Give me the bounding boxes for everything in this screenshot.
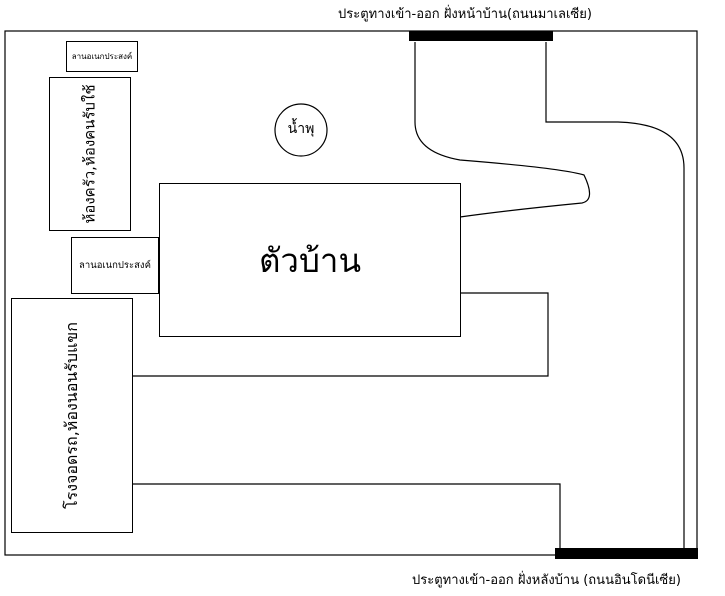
garage-guest-room-label: โรงจอดรถ,ห้องนอนรับแขก: [61, 322, 81, 509]
driveway-right-edge: [545, 42, 685, 551]
driveway-left-edge: [414, 42, 591, 218]
front-gate-label: ประตูทางเข้า-ออก ฝั่งหน้าบ้าน(ถนนมาเลเซี…: [338, 7, 592, 22]
kitchen-servant-rooms: ห้องครัว,ห้องคนรับใช้: [49, 77, 131, 231]
kitchen-servant-rooms-label: ห้องครัว,ห้องคนรับใช้: [81, 84, 100, 224]
multipurpose-area-top: ลานอเนกประสงค์: [66, 41, 138, 72]
property-boundary: [4, 30, 698, 556]
back-gate-label: ประตูทางเข้า-ออก ฝั่งหลังบ้าน (ถนนอินโดน…: [412, 573, 681, 588]
fountain-label: น้ำพุ: [287, 121, 315, 137]
walkway-upper: [133, 292, 549, 377]
multipurpose-area-mid-label: ลานอเนกประสงค์: [79, 259, 151, 271]
multipurpose-area-mid: ลานอเนกประสงค์: [71, 237, 159, 294]
main-house: ตัวบ้าน: [159, 183, 461, 337]
walkway-lower: [133, 483, 561, 551]
multipurpose-area-top-label: ลานอเนกประสงค์: [71, 51, 133, 61]
back-gate-bar: [555, 548, 698, 559]
garage-guest-room: โรงจอดรถ,ห้องนอนรับแขก: [11, 298, 133, 533]
front-gate-bar: [409, 31, 553, 41]
main-house-label: ตัวบ้าน: [259, 240, 361, 280]
fountain-circle: [274, 103, 328, 157]
